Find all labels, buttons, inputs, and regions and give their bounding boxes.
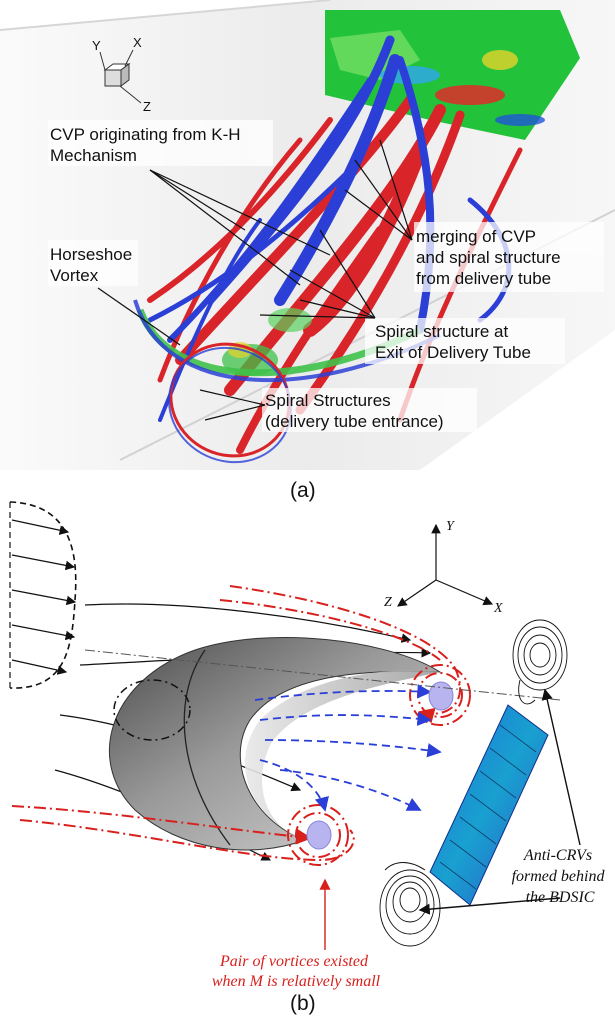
lower-vortex-core: [306, 820, 332, 850]
anti-crv-label: Anti-CRVs formed behind the BDSIC: [512, 847, 609, 906]
bdsic-plane: [429, 704, 549, 906]
bdsic-mesh: [439, 724, 537, 890]
leader-lines-a: [97, 139, 413, 421]
axis-y-label-a: Y: [92, 38, 101, 53]
bluff-body: [109, 636, 442, 851]
inlet-velocity-profile: [9, 501, 77, 689]
blue-vortex-structures: [147, 35, 512, 422]
anti-crv-lower: [379, 862, 441, 947]
vortex-pair-label: Pair of vortices existed when M is relat…: [212, 953, 381, 990]
caption-b: (b): [290, 992, 316, 1015]
axis-triad-b: [397, 523, 494, 607]
anti-crv-upper: [512, 619, 568, 705]
spiral-exit-label: Spiral structure at Exit of Delivery Tub…: [375, 322, 531, 362]
upper-vortex-core: [428, 681, 454, 711]
horseshoe-label: Horseshoe Vortex: [50, 245, 137, 285]
blue-streamlines: [254, 684, 442, 812]
cvp-label: CVP originating from K-H Mechanism: [50, 125, 245, 165]
panel-b: Y X Z: [9, 501, 609, 1015]
axis-triad-a: Y X Z: [92, 35, 151, 114]
caption-a: (a): [290, 479, 316, 502]
spiral-entrance-label: Spiral Structures (delivery tube entranc…: [265, 391, 444, 431]
axis-x-label-b: X: [493, 601, 503, 616]
axis-x-label-a: X: [133, 35, 142, 50]
axis-z-label-a: Z: [143, 99, 151, 114]
axis-z-label-b: Z: [384, 595, 392, 610]
merging-label: merging of CVP and spiral structure from…: [416, 227, 565, 288]
axis-y-label-b: Y: [446, 519, 456, 534]
panel-a: Y X Z CV: [0, 0, 615, 502]
